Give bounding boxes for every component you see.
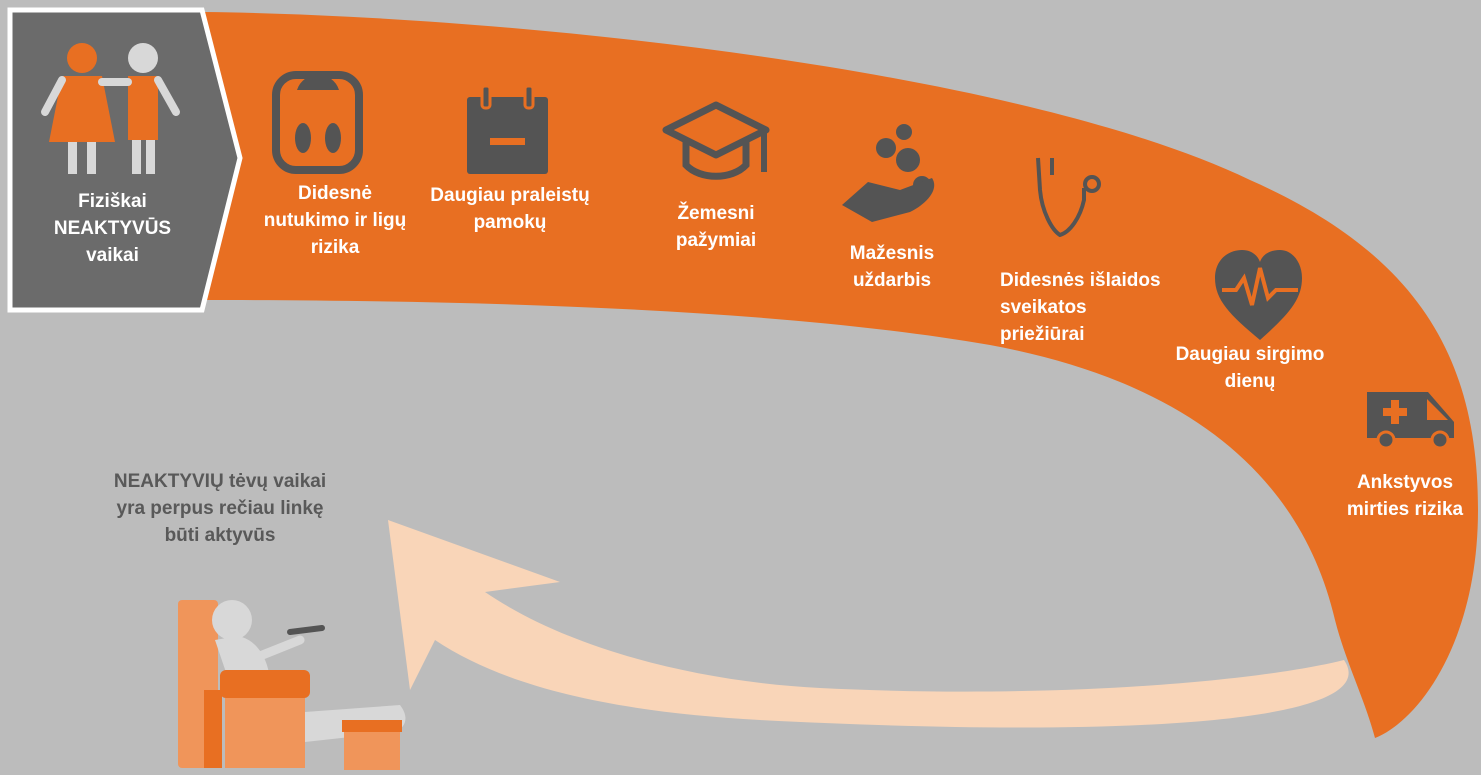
- coins-hand-icon: [842, 124, 935, 222]
- calendar-minus-icon: [467, 84, 548, 174]
- stethoscope-icon: [1036, 157, 1101, 238]
- return-note-label: NEAKTYVIŲ tėvų vaikai yra perpus rečiau …: [113, 471, 327, 546]
- step-label-early-death: Ankstyvos mirties rizika: [1346, 472, 1464, 520]
- scale-icon: [272, 71, 363, 174]
- ambulance-icon: [1367, 392, 1454, 450]
- step-label-sick-days: Daugiau sirgimo dienų: [1175, 344, 1325, 392]
- step-label-healthcare-costs: Didesnės išlaidos sveikatos priežiūrai: [1000, 270, 1161, 345]
- children-icon: [41, 43, 180, 174]
- step-label-lower-income: Mažesnis uždarbis: [849, 243, 935, 291]
- return-arrow: [388, 520, 1349, 728]
- step-label-missed-classes: Daugiau praleistų pamokų: [430, 185, 590, 233]
- person-on-couch-icon: [178, 600, 406, 770]
- heartbeat-icon: [1215, 250, 1302, 340]
- graduation-cap-icon: [662, 101, 770, 180]
- step-label-lower-grades: Žemesni pažymiai: [675, 203, 757, 251]
- orange-band: [205, 12, 1478, 738]
- step-label-obesity-risk: Didesnė nutukimo ir ligų rizika: [263, 183, 407, 258]
- start-label: Fiziškai NEAKTYVŪS vaikai: [53, 191, 172, 266]
